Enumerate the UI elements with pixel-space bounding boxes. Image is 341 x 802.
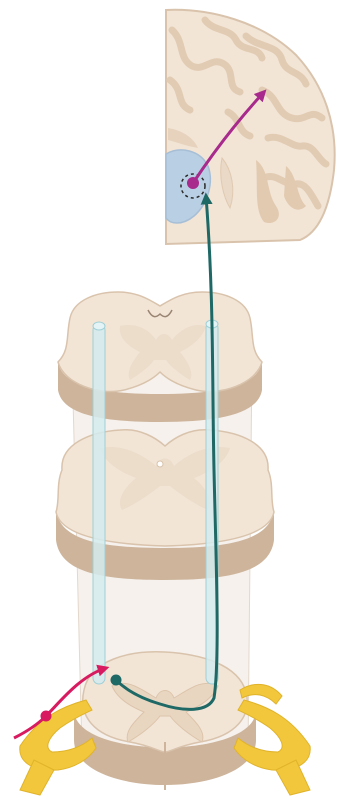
- central-canal-middle: [157, 461, 163, 467]
- middle-section-face: [56, 430, 274, 546]
- middle-spinal-cord-section: [56, 430, 274, 580]
- upper-spinal-cord-section: [58, 292, 262, 422]
- dorsal-root-ganglion-soma: [41, 711, 52, 722]
- third-order-neuron-soma: [187, 177, 199, 189]
- left-tract-cap: [93, 322, 105, 330]
- second-order-neuron-soma: [111, 675, 122, 686]
- left-tract-upper: [93, 324, 105, 684]
